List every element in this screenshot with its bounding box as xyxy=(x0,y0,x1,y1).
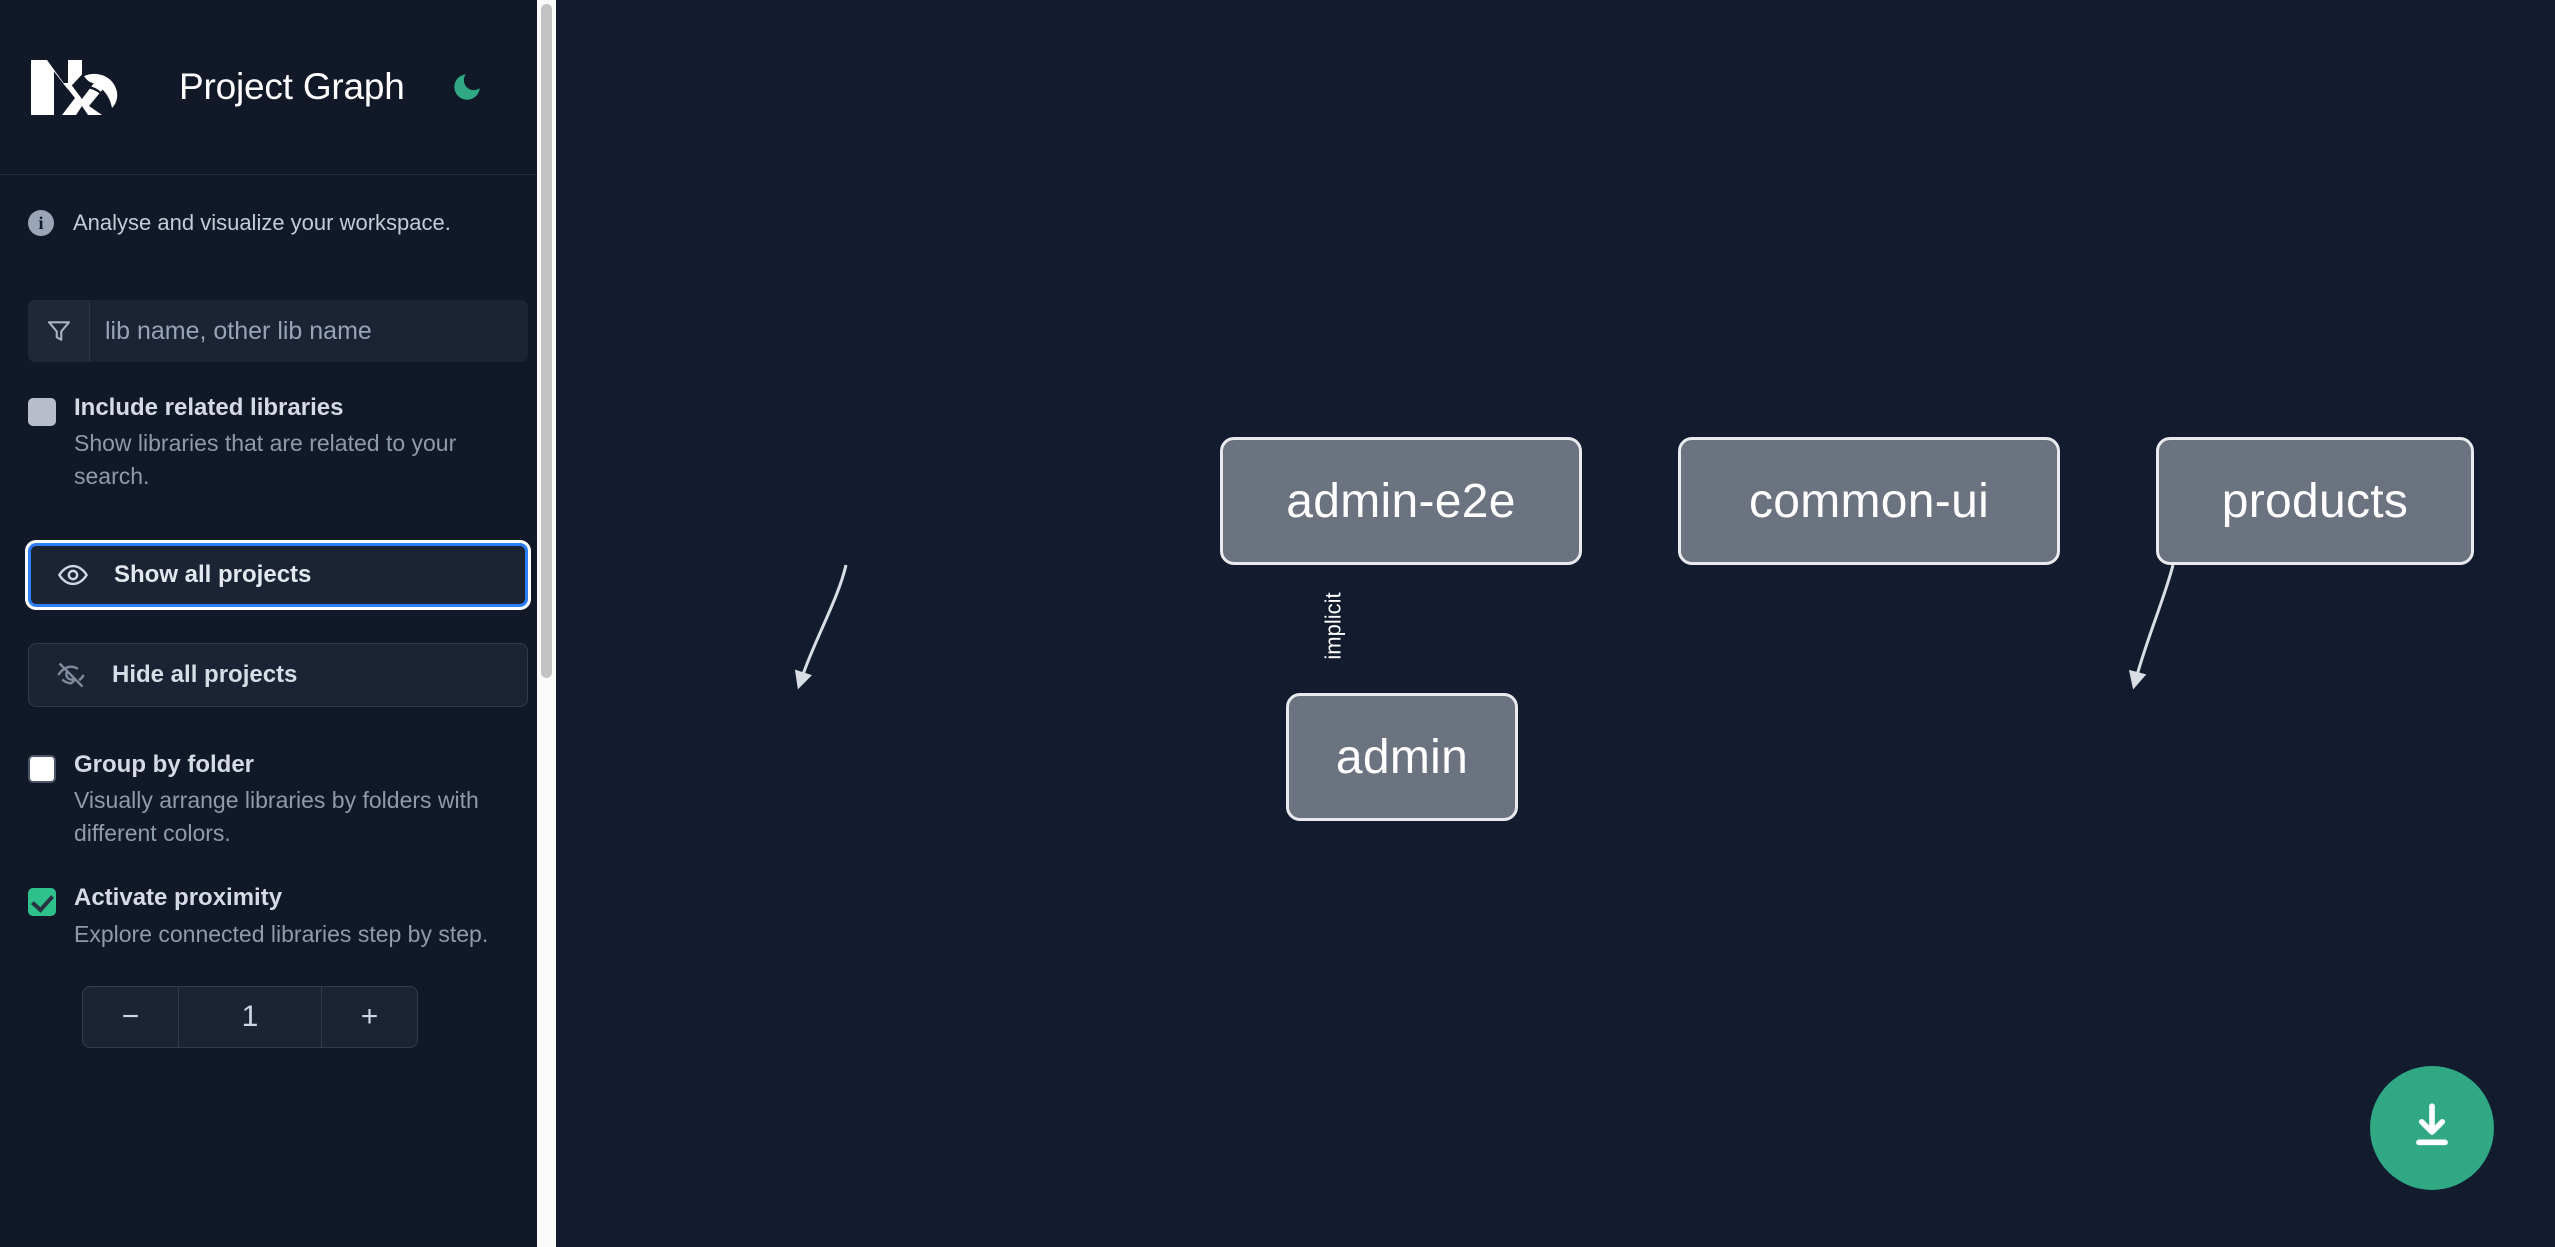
filter-funnel-icon xyxy=(28,300,90,362)
download-button[interactable] xyxy=(2370,1066,2494,1190)
proximity-value: 1 xyxy=(241,1000,259,1034)
workspace-subtitle: Analyse and visualize your workspace. xyxy=(73,210,451,235)
group-by-folder-checkbox[interactable] xyxy=(28,754,56,783)
activate-proximity-label: Activate proximity xyxy=(74,884,283,912)
workspace-subtitle-row: i Analyse and visualize your workspace. xyxy=(0,175,556,271)
proximity-decrement-button[interactable]: − xyxy=(83,987,179,1048)
edge-label-implicit-admin: implicit xyxy=(1320,592,1346,660)
proximity-increment-button[interactable]: + xyxy=(321,987,417,1048)
eye-icon xyxy=(57,560,93,590)
filter-bar xyxy=(28,300,528,362)
eye-off-icon xyxy=(55,660,91,690)
activate-proximity-checkbox[interactable] xyxy=(28,888,56,917)
graph-node-products[interactable]: products xyxy=(2156,437,2474,565)
search-input[interactable] xyxy=(90,300,528,362)
graph-canvas[interactable]: implicit implicit admin-e2e common-ui pr… xyxy=(556,0,2555,1247)
group-by-folder-description: Visually arrange libraries by folders wi… xyxy=(74,787,479,846)
download-icon xyxy=(2404,1098,2460,1159)
moon-icon[interactable] xyxy=(448,68,486,106)
option-group-by-folder[interactable]: Group by folder Visually arrange librari… xyxy=(0,749,556,850)
graph-node-admin-e2e[interactable]: admin-e2e xyxy=(1220,437,1582,565)
option-include-related-libraries[interactable]: Include related libraries Show libraries… xyxy=(0,392,556,493)
include-related-libraries-description: Show libraries that are related to your … xyxy=(74,430,457,490)
graph-node-common-ui[interactable]: common-ui xyxy=(1678,437,2060,565)
hide-all-projects-label: Hide all projects xyxy=(112,660,298,688)
nx-logo xyxy=(28,56,124,118)
show-all-projects-button[interactable]: Show all projects xyxy=(28,542,528,607)
proximity-stepper: − 1 + xyxy=(82,986,418,1049)
graph-node-admin[interactable]: admin xyxy=(1286,693,1518,821)
activate-proximity-description: Explore connected libraries step by step… xyxy=(74,920,489,947)
info-icon: i xyxy=(28,210,54,236)
option-activate-proximity[interactable]: Activate proximity Explore connected lib… xyxy=(0,882,556,950)
hide-all-projects-button[interactable]: Hide all projects xyxy=(28,642,528,707)
include-related-libraries-checkbox[interactable] xyxy=(28,398,56,426)
page-title: Project Graph xyxy=(179,66,405,107)
sidebar-scrollbar[interactable] xyxy=(537,0,556,1247)
sidebar-scrollbar-thumb[interactable] xyxy=(541,4,552,678)
graph-edges xyxy=(794,564,2175,690)
sidebar: Project Graph i Analyse and visualize yo… xyxy=(0,0,556,1247)
show-all-projects-label: Show all projects xyxy=(114,560,312,588)
sidebar-header: Project Graph xyxy=(0,0,556,175)
include-related-libraries-label: Include related libraries xyxy=(74,394,344,421)
group-by-folder-label: Group by folder xyxy=(74,750,254,778)
